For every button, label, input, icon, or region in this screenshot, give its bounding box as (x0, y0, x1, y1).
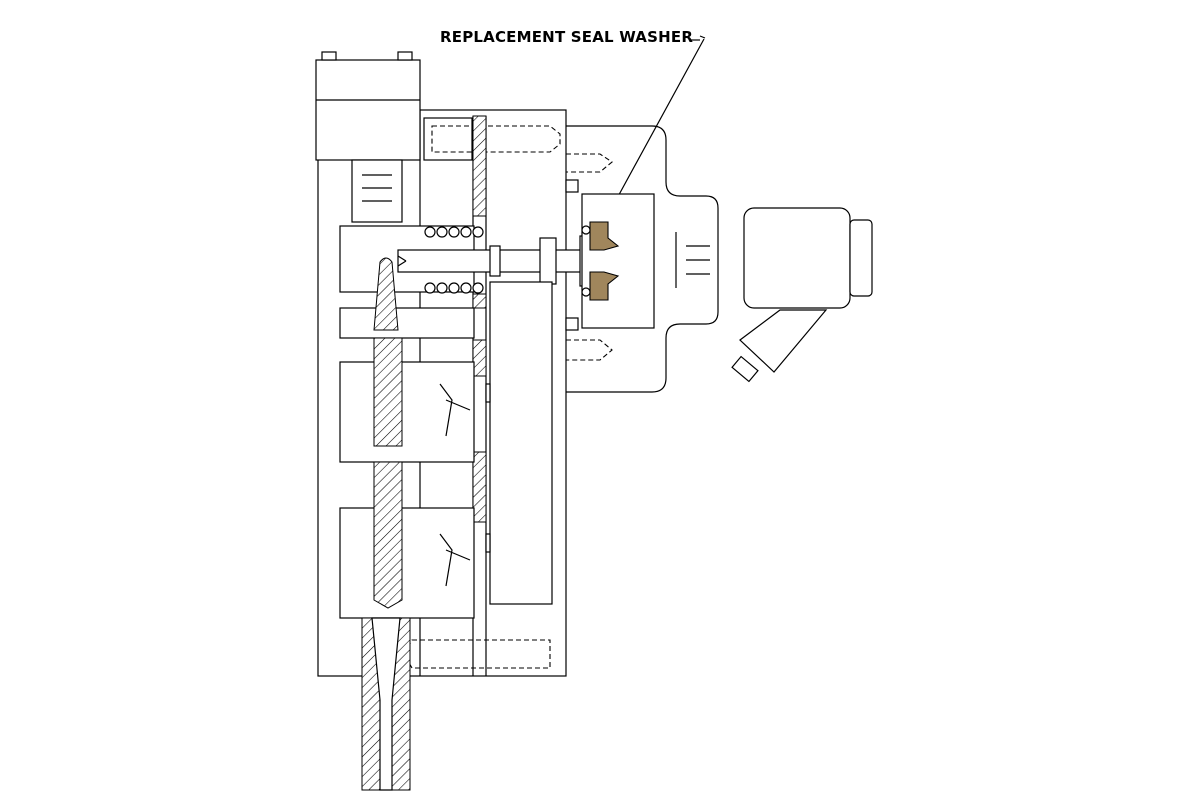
bottom-outlet (361, 617, 411, 791)
solenoid-cap (315, 51, 473, 223)
right-plate (485, 281, 553, 605)
lower-chambers (339, 307, 475, 619)
spring-coils (424, 226, 484, 294)
right-housing (565, 125, 719, 393)
solenoid-coil (731, 207, 873, 383)
seal-washer-callout-label: REPLACEMENT SEAL WASHER (440, 28, 694, 46)
replacement-seal-washer (581, 221, 620, 301)
callout-leader (602, 35, 706, 225)
hatched-wall (472, 115, 487, 523)
flow-tube (373, 257, 403, 609)
